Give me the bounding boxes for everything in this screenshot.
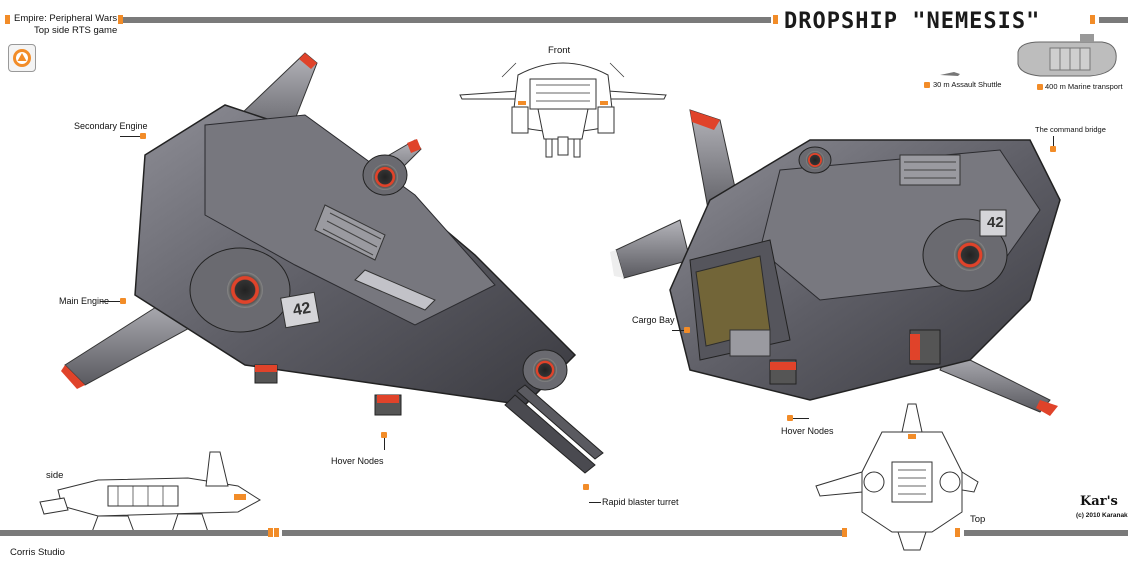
leader-rapid-blaster	[589, 502, 601, 503]
hull-number-left: 42	[291, 299, 313, 320]
header-left-bar	[121, 17, 771, 23]
footer-cap-b	[274, 528, 279, 537]
view-label-front: Front	[548, 45, 571, 56]
dropship-render-right	[610, 109, 1061, 416]
callout-main-engine: Main Engine	[59, 296, 110, 306]
faction-logo	[8, 44, 36, 72]
header-right-bar	[1099, 17, 1128, 23]
studio-line1: Empire: Peripheral Wars	[14, 13, 118, 24]
callout-hover-nodes-left: Hover Nodes	[331, 456, 384, 466]
marker-main-engine	[120, 298, 126, 304]
view-label-top: Top	[970, 514, 986, 525]
callout-command-bridge: The command bridge	[1035, 125, 1106, 134]
top-view-blueprint	[815, 403, 979, 551]
marker-rapid-blaster	[583, 484, 589, 490]
footer-bar-right	[964, 530, 1128, 536]
marker-cargo-bay	[684, 327, 690, 333]
footer-cap-c	[842, 528, 847, 537]
marker-secondary-engine	[140, 133, 146, 139]
header-right-cap-b	[773, 15, 778, 24]
front-view-blueprint	[459, 62, 667, 158]
header-left-cap	[5, 15, 10, 24]
copyright: (c) 2010 Karanak	[1076, 512, 1128, 519]
legend-dot-shuttle	[924, 82, 930, 88]
callout-hover-nodes-right: Hover Nodes	[781, 426, 834, 436]
footer-bar-left	[0, 530, 268, 536]
legend-shuttle: 30 m Assault Shuttle	[933, 80, 1002, 89]
triangle-emblem-icon	[13, 49, 31, 67]
leader-command-bridge	[1053, 136, 1054, 146]
view-label-side: side	[46, 470, 64, 481]
callout-rapid-blaster-turret: Rapid blaster turret	[602, 497, 679, 507]
leader-hover-nodes-left	[384, 436, 385, 450]
leader-main-engine	[100, 301, 120, 302]
header-right-cap-c	[1090, 15, 1095, 24]
legend-dot-transport	[1037, 84, 1043, 90]
hull-number-right: 42	[987, 214, 1004, 231]
leader-hover-nodes-right	[793, 418, 809, 419]
marker-hover-nodes-right	[787, 415, 793, 421]
scale-shuttle-icon	[940, 72, 960, 76]
leader-secondary-engine	[120, 136, 140, 137]
footer-cap-d	[955, 528, 960, 537]
marker-hover-nodes-left	[381, 432, 387, 438]
artist-signature: Kar's	[1080, 494, 1118, 509]
footer-cap-a	[268, 528, 273, 537]
header-right-cap-a	[118, 15, 123, 24]
scale-transport-silhouette	[1017, 34, 1117, 77]
side-view-blueprint	[39, 451, 261, 535]
marker-command-bridge	[1050, 146, 1056, 152]
legend-transport: 400 m Marine transport	[1045, 82, 1123, 91]
dropship-render-left	[61, 52, 604, 474]
page-title: DROPSHIP "NEMESIS"	[784, 9, 1041, 34]
studio-line2: Top side RTS game	[34, 25, 118, 36]
studio-name: Corris Studio	[10, 547, 65, 558]
callout-cargo-bay: Cargo Bay	[632, 315, 675, 325]
footer-bar-middle	[282, 530, 842, 536]
callout-secondary-engine: Secondary Engine	[74, 121, 148, 131]
leader-cargo-bay	[672, 330, 684, 331]
